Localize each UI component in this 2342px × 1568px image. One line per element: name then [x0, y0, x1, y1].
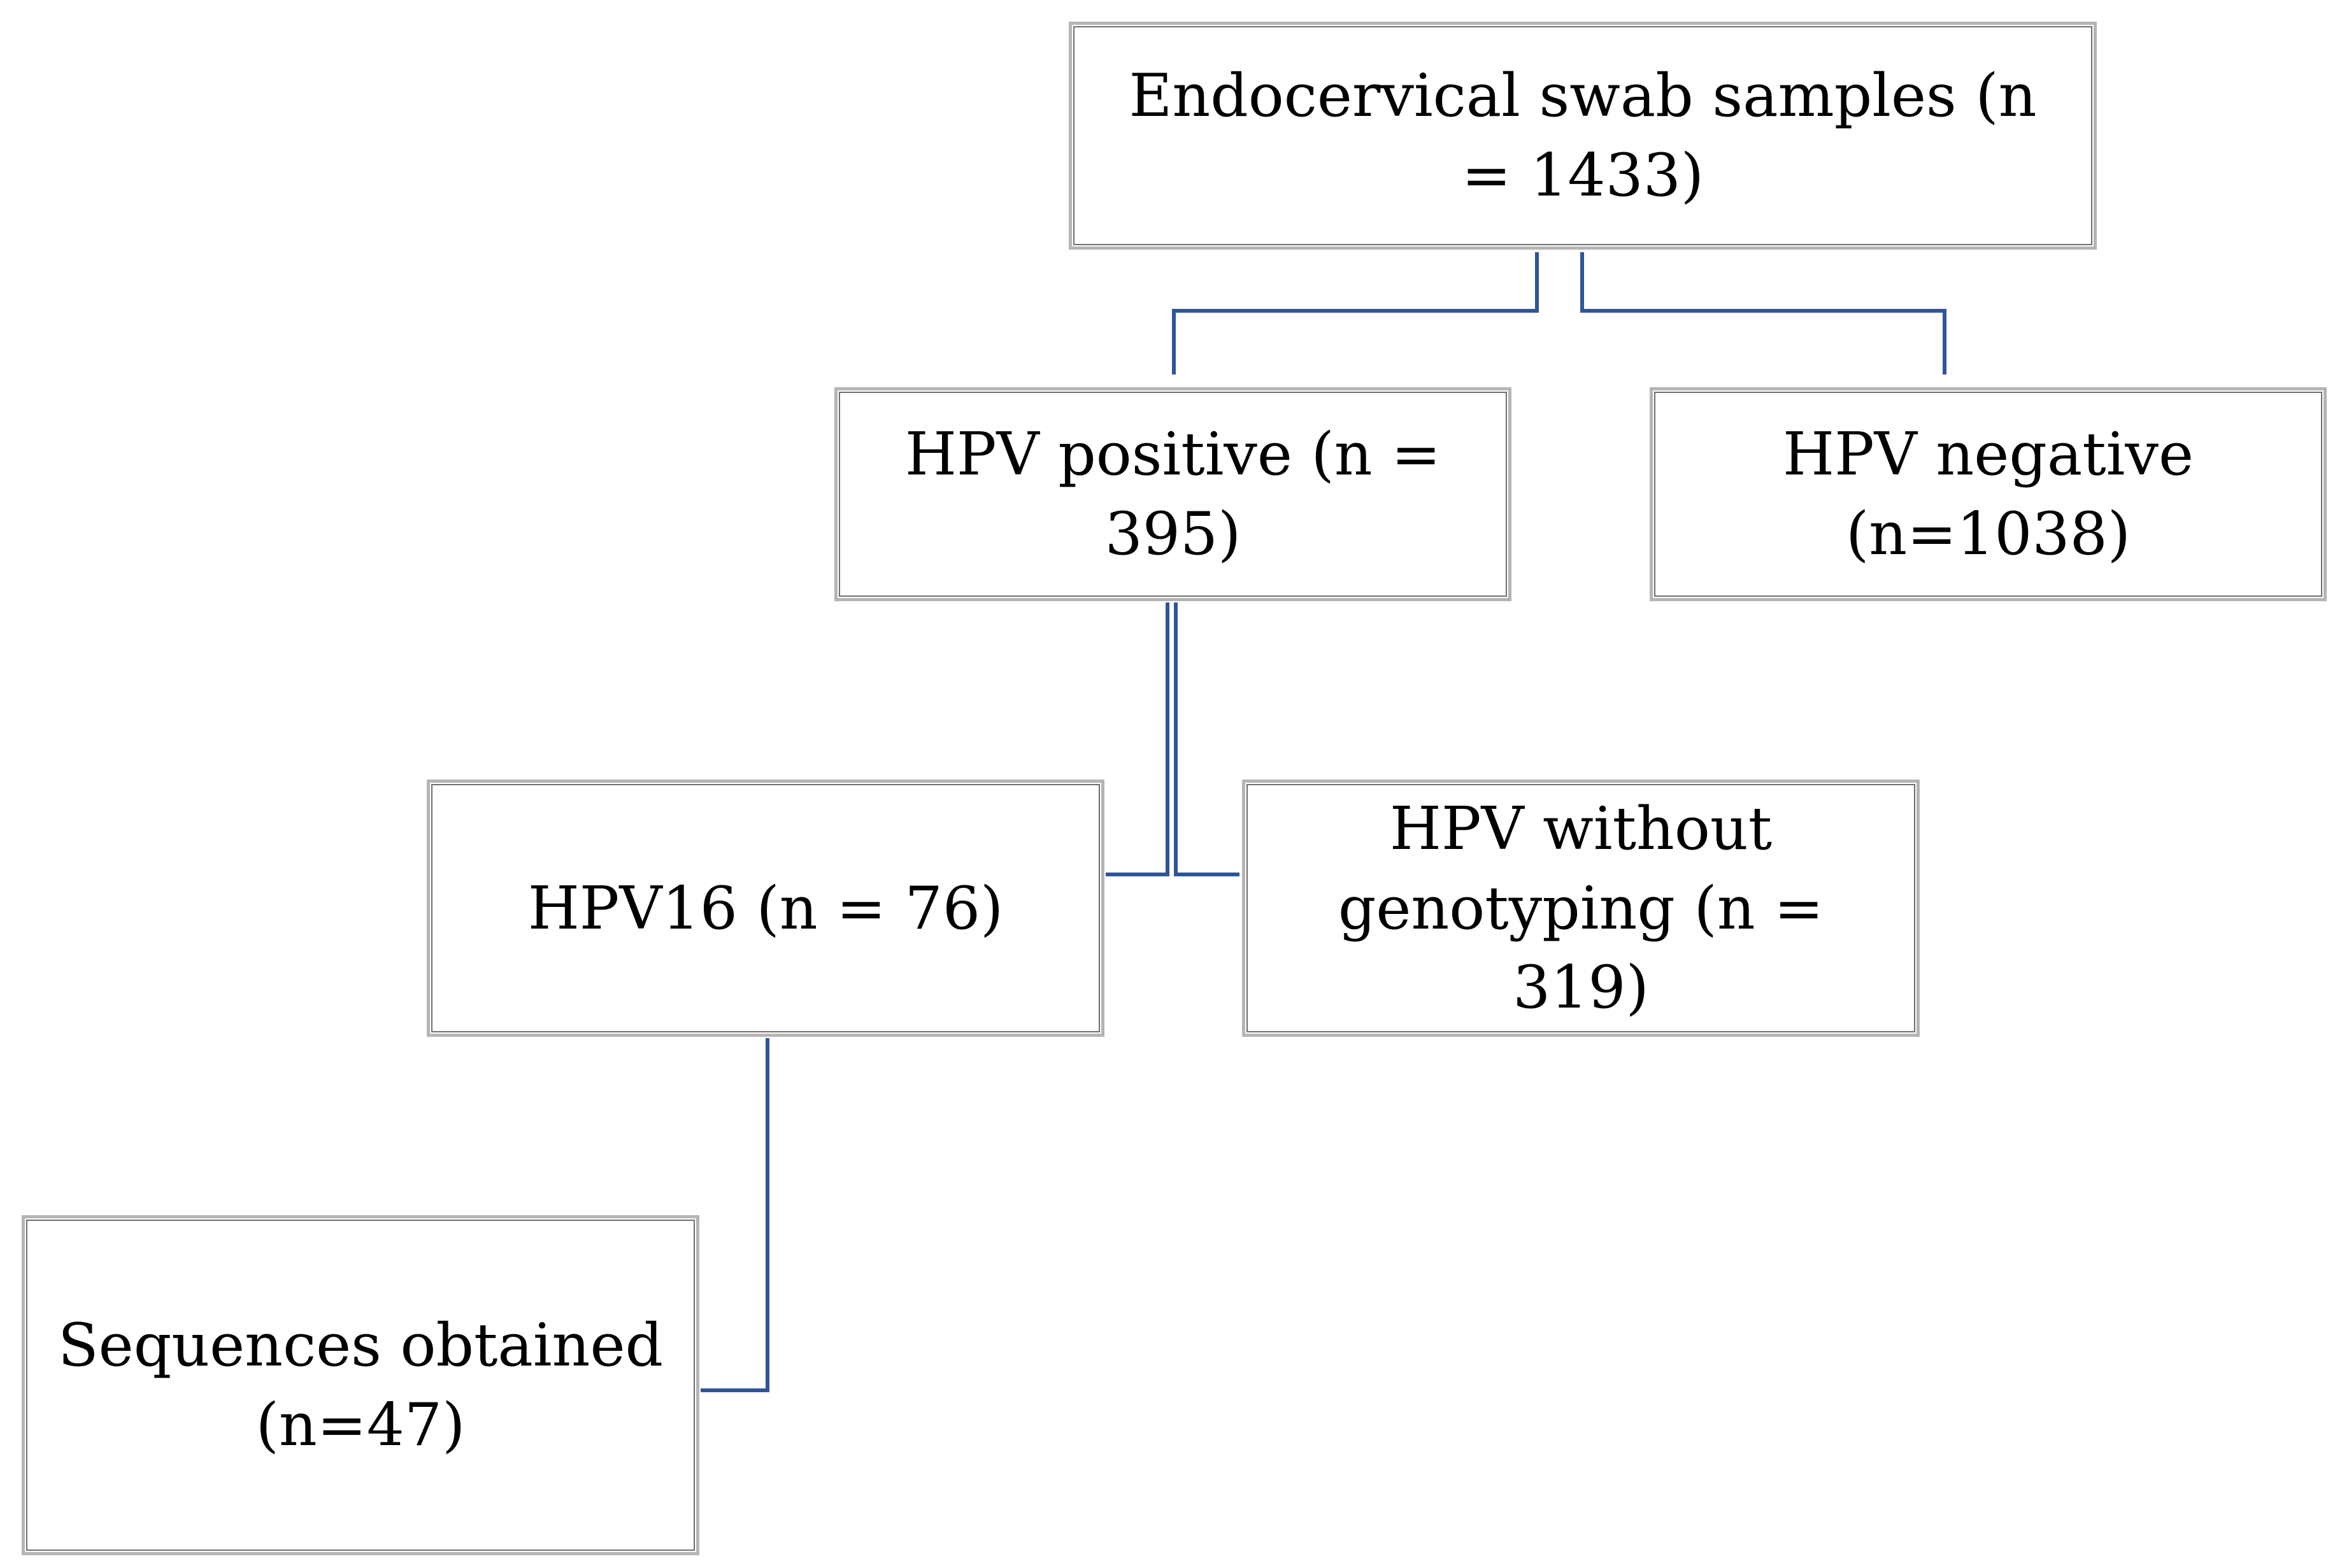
node-label: HPV positive (n = 395): [904, 420, 1441, 568]
node-sequences-obtained: Sequences obtained (n=47): [22, 1215, 699, 1555]
connector-hpv16-to-sequences: [701, 1038, 769, 1392]
node-label: HPV16 (n = 76): [527, 873, 1004, 943]
node-endocervical-swab-samples: Endocervical swab samples (n = 1433): [1069, 22, 2097, 250]
node-hpv-positive: HPV positive (n = 395): [834, 387, 1511, 601]
node-label: HPV negative (n=1038): [1782, 420, 2194, 568]
node-label: Endocervical swab samples (n = 1433): [1129, 61, 2037, 210]
node-hpv-negative: HPV negative (n=1038): [1650, 387, 2327, 601]
connector-positive-to-no-genotyping: [1174, 602, 1239, 876]
node-hpv-without-genotyping: HPV without genotyping (n = 319): [1242, 780, 1920, 1037]
connector-total-to-positive: [1172, 252, 1539, 374]
connector-total-to-negative: [1580, 252, 1946, 374]
connector-positive-to-hpv16: [1106, 602, 1169, 876]
node-hpv16: HPV16 (n = 76): [427, 780, 1104, 1037]
node-label: HPV without genotyping (n = 319): [1338, 794, 1824, 1022]
node-label: Sequences obtained (n=47): [57, 1311, 664, 1459]
